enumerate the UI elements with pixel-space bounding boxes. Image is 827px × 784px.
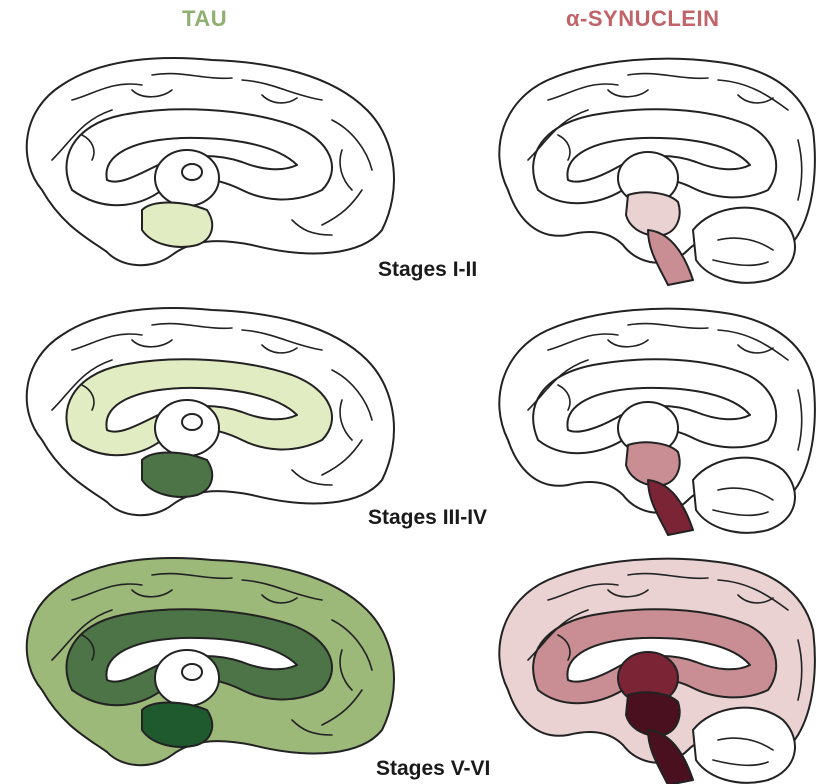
tau-brain-stage-5-6 [12,540,412,775]
tau-column-title: TAU [182,6,227,32]
synuclein-brain-stage-5-6 [498,540,827,775]
synuclein-brain-stage-1-2 [498,40,827,275]
tau-brain-stage-3-4 [12,290,412,525]
stage-label-3-4: Stages III-IV [368,506,487,530]
stage-label-5-6: Stages V-VI [376,757,490,781]
stage-label-1-2: Stages I-II [378,258,477,282]
tau-brain-stage-1-2 [12,40,412,275]
synuclein-brain-stage-3-4 [498,290,827,525]
synuclein-column-title: α-SYNUCLEIN [566,6,719,32]
